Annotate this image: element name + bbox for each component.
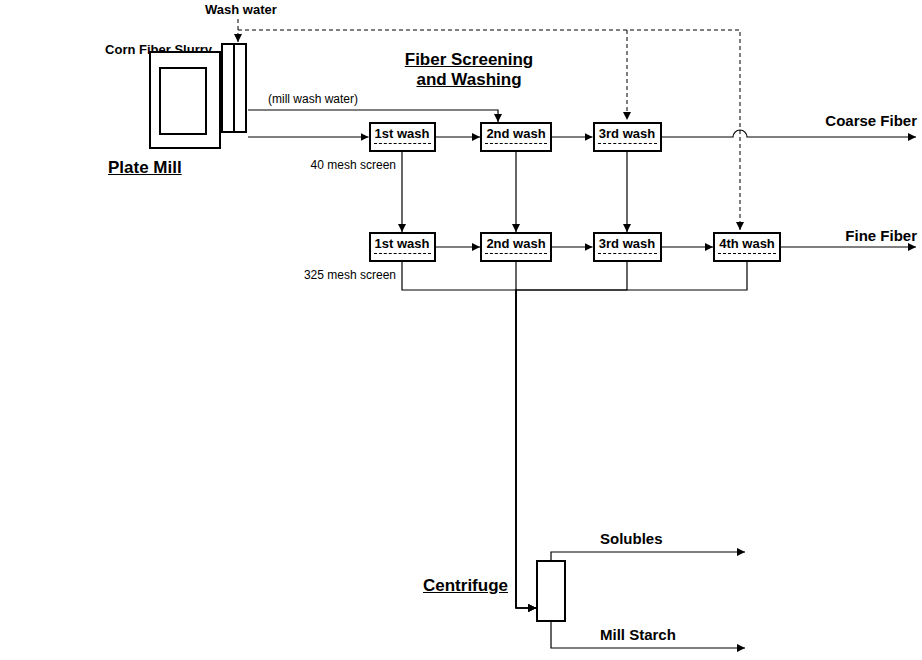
plate-mill: Plate Mill xyxy=(148,40,248,150)
solubles-line xyxy=(551,552,745,560)
box-label: 3rd wash xyxy=(599,126,655,141)
flow-connector xyxy=(516,262,536,608)
fine-fiber-line xyxy=(781,246,916,247)
centrifuge-box: Centrifuge xyxy=(536,560,566,622)
screen-line xyxy=(718,253,776,254)
wash-screen-box: 3rd wash xyxy=(593,232,662,262)
screen-line xyxy=(485,253,547,254)
wash-water-line xyxy=(238,30,740,230)
wash-screen-box: 2nd wash xyxy=(480,122,552,152)
flow-connector xyxy=(436,246,481,247)
flow-label: Solubles xyxy=(600,530,663,547)
screen-line xyxy=(485,143,547,144)
wash-screen-box: 3rd wash xyxy=(593,122,662,152)
flow-connector xyxy=(626,152,627,232)
box-label: 3rd wash xyxy=(599,236,655,251)
mill-plate xyxy=(234,44,246,132)
flow-label: Coarse Fiber xyxy=(825,112,917,129)
mill-panel xyxy=(160,68,206,134)
coarse-fiber-line xyxy=(662,130,917,137)
flow-connector xyxy=(552,246,593,247)
wash-water-line xyxy=(627,30,628,120)
box-label: 4th wash xyxy=(719,236,775,251)
flow-connector xyxy=(515,152,516,232)
wash-screen-box: 1st wash xyxy=(369,232,436,262)
box-label: 2nd wash xyxy=(486,236,545,251)
flow-label: Mill Starch xyxy=(600,626,676,643)
plate-mill-drawing xyxy=(148,40,248,150)
box-label: 1st wash xyxy=(375,236,430,251)
flow-connector xyxy=(248,136,369,137)
mill-plate xyxy=(222,44,234,132)
plate-mill-outline xyxy=(150,44,246,148)
screen-line xyxy=(374,143,431,144)
flow-connector xyxy=(436,136,481,137)
unit-label: Plate Mill xyxy=(108,158,182,178)
wash-screen-box: 2nd wash xyxy=(480,232,552,262)
unit-label: Centrifuge xyxy=(423,576,508,596)
box-label: 2nd wash xyxy=(486,126,545,141)
screen-line xyxy=(598,143,657,144)
screen-line xyxy=(374,253,431,254)
flow-connector xyxy=(248,110,498,122)
flow-label: Fine Fiber xyxy=(845,227,917,244)
flow-label: 325 mesh screen xyxy=(304,268,396,282)
flow-connector xyxy=(516,262,627,608)
flow-connector xyxy=(662,246,714,247)
flow-connector xyxy=(401,152,402,232)
flow-label: 40 mesh screen xyxy=(311,158,396,172)
section-title: Fiber Screening and Washing xyxy=(398,50,540,90)
wash-screen-box: 4th wash xyxy=(713,232,781,262)
flow-connector xyxy=(552,136,593,137)
flow-label: (mill wash water) xyxy=(268,92,358,106)
mill-starch-line xyxy=(551,622,745,648)
flow-label: Wash water xyxy=(205,2,277,17)
wash-screen-box: 1st wash xyxy=(369,122,436,152)
box-label: 1st wash xyxy=(375,126,430,141)
flow-connector xyxy=(516,262,747,608)
mill-body xyxy=(150,52,220,148)
screen-line xyxy=(598,253,657,254)
